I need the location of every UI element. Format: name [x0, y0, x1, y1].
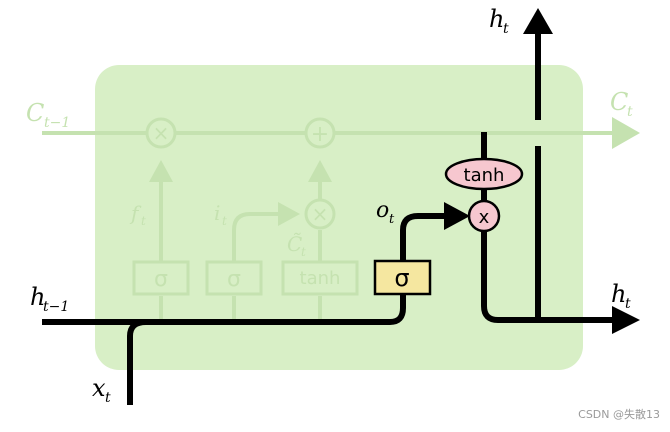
- forget-sigma-label: σ: [154, 267, 168, 292]
- ht-top-label: h: [489, 5, 504, 33]
- output-tanh-label: tanh: [464, 165, 505, 186]
- hprev-line: [42, 294, 406, 325]
- input-gate-label: i: [214, 201, 220, 225]
- candidate-subscript: t: [301, 245, 306, 259]
- ht-right-label: h: [611, 280, 626, 308]
- forget-gate-faded: [132, 117, 190, 322]
- forget-gate-subscript: t: [141, 214, 146, 228]
- ht-right-arrow-icon: [612, 306, 640, 334]
- xt-subscript: t: [105, 390, 111, 406]
- ht-top-subscript: t: [503, 21, 509, 37]
- candidate-gate-faded: [281, 117, 359, 322]
- output-sigma-gate: [373, 259, 432, 296]
- hprev-label: h: [30, 283, 45, 311]
- c-next-label: C: [610, 88, 628, 116]
- output-sigma-label: σ: [394, 264, 409, 292]
- ht-right-subscript: t: [625, 296, 631, 312]
- input-sigma-label: σ: [227, 267, 241, 292]
- candidate-tanh-label: tanh: [300, 268, 341, 289]
- input-gate-subscript: t: [222, 214, 227, 228]
- ot-label: o: [376, 198, 389, 223]
- ot-line: [400, 213, 447, 261]
- output-tanh-node: [444, 157, 524, 191]
- ht-up-arrow-icon: [523, 8, 553, 34]
- c-prev-subscript: t−1: [44, 115, 70, 131]
- watermark: CSDN @失散13: [578, 408, 660, 421]
- candidate-label: C̃: [287, 232, 302, 256]
- ot-subscript: t: [389, 212, 395, 227]
- c-prev-label: C: [26, 99, 44, 127]
- input-gate-faded: [205, 202, 300, 322]
- forget-multiply-symbol: ×: [153, 121, 170, 145]
- output-multiply-symbol: x: [479, 207, 490, 228]
- cell-add-symbol: +: [311, 122, 329, 147]
- input-multiply-symbol: ×: [312, 202, 329, 226]
- ot-arrow-icon: [444, 202, 470, 230]
- xt-label: x: [92, 374, 106, 402]
- ht-output-line: [481, 231, 615, 323]
- c-next-subscript: t: [627, 104, 633, 120]
- hprev-subscript: t−1: [43, 299, 69, 315]
